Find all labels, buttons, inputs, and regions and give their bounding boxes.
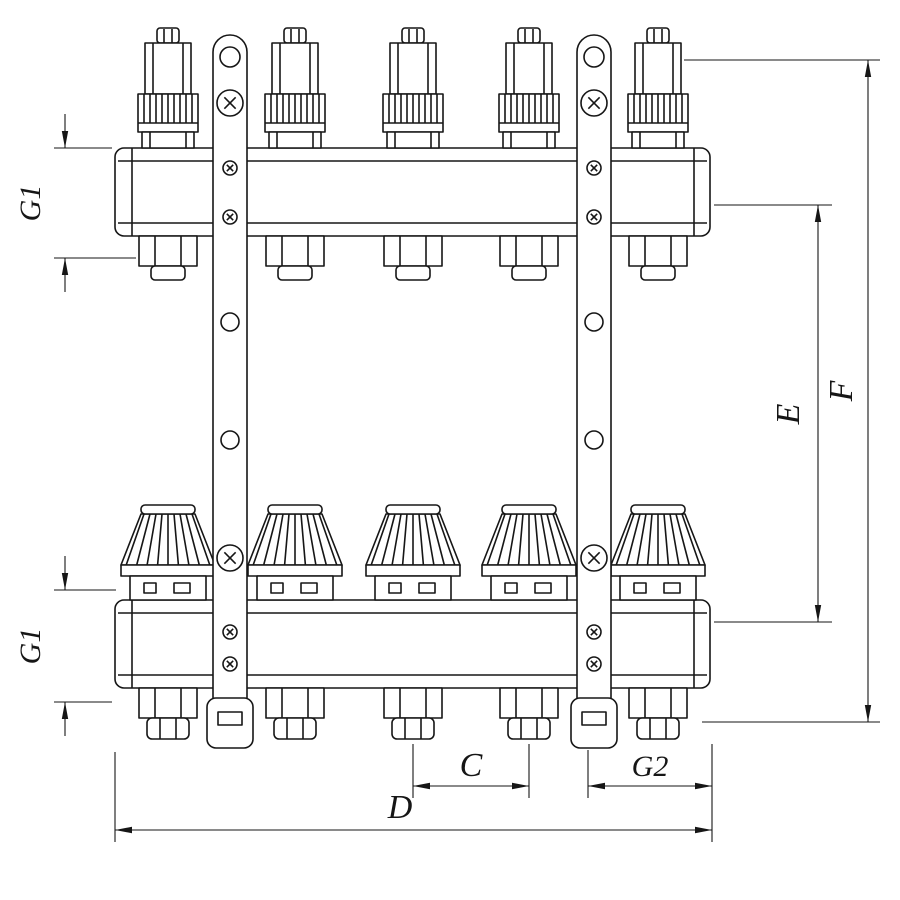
top-manifold-bar xyxy=(114,147,711,237)
supply-fitting-3 xyxy=(383,235,443,281)
dimension-g1-bottom xyxy=(54,556,116,736)
thermo-valve-3 xyxy=(365,504,461,601)
label-g1-top: G1 xyxy=(14,185,47,222)
flow-meter-2 xyxy=(264,27,326,149)
thermo-valve-4 xyxy=(481,504,577,601)
outlet-fitting-4 xyxy=(499,687,559,740)
outlet-fitting-3 xyxy=(383,687,443,740)
outlet-fitting-5 xyxy=(628,687,688,740)
supply-fitting-4 xyxy=(499,235,559,281)
dimension-e xyxy=(714,204,832,623)
flow-meter-5 xyxy=(627,27,689,149)
thermo-valve-5 xyxy=(610,504,706,601)
dimension-f xyxy=(684,59,880,723)
dimension-g2 xyxy=(587,744,713,842)
thermo-valve-2 xyxy=(247,504,343,601)
dimension-d xyxy=(114,752,712,842)
label-e: E xyxy=(770,403,807,425)
flow-meter-3 xyxy=(382,27,444,149)
flow-meter-4 xyxy=(498,27,560,149)
flow-meter-1 xyxy=(137,27,199,149)
outlet-fitting-1 xyxy=(138,687,198,740)
mounting-bracket-left xyxy=(206,34,254,749)
label-g1-bottom: G1 xyxy=(14,628,47,665)
dimension-labels: G1 G1 E F C G2 D xyxy=(14,185,860,826)
supply-fitting-2 xyxy=(265,235,325,281)
label-g2: G2 xyxy=(632,750,669,783)
outlet-fitting-2 xyxy=(265,687,325,740)
label-c: C xyxy=(460,747,483,784)
label-d: D xyxy=(387,789,413,826)
dimension-c xyxy=(412,744,530,798)
dimensions xyxy=(54,59,880,842)
bottom-manifold-bar xyxy=(114,599,711,689)
supply-fitting-5 xyxy=(628,235,688,281)
manifold-assembly xyxy=(114,27,711,749)
label-f: F xyxy=(823,379,860,402)
supply-fitting-1 xyxy=(138,235,198,281)
thermo-valve-1 xyxy=(120,504,216,601)
mounting-bracket-right xyxy=(570,34,618,749)
dimension-g1-top xyxy=(54,114,136,292)
